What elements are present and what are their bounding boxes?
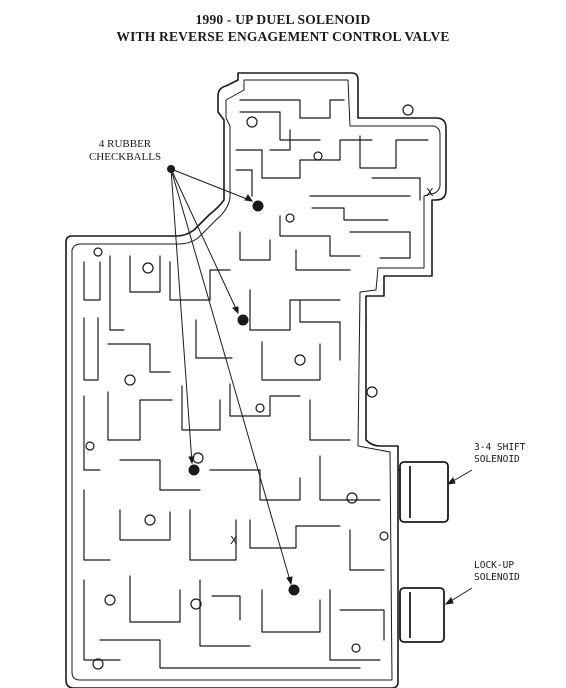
checkballs-label-line2: CHECKBALLS <box>88 151 162 163</box>
shift-solenoid-label-line1: 3-4 SHIFT <box>474 442 526 453</box>
shift-solenoid-label: 3-4 SHIFT SOLENOID <box>474 442 525 466</box>
checkball-4 <box>288 584 300 596</box>
valve-body-outline <box>65 72 447 688</box>
x-mark-lower: X <box>230 534 238 547</box>
lockup-solenoid-label: LOCK-UP SOLENOID <box>474 560 520 584</box>
x-mark-upper: X <box>426 186 434 199</box>
checkball-3 <box>188 464 200 476</box>
checkballs-label: 4 RUBBER CHECKBALLS <box>70 138 180 164</box>
shift-solenoid-label-line2: SOLENOID <box>474 454 520 465</box>
diagram-title-line1: 1990 - UP DUEL SOLENOID <box>195 12 371 27</box>
shift-solenoid <box>398 461 449 523</box>
valve-body-inner-outline <box>71 79 441 681</box>
diagram-title-line2: WITH REVERSE ENGAGEMENT CONTROL VALVE <box>116 29 450 44</box>
fluid-passages <box>83 99 429 669</box>
lockup-solenoid-label-line2: SOLENOID <box>474 572 520 583</box>
checkball-leader-lines <box>167 165 293 586</box>
checkball-2 <box>237 314 249 326</box>
checkball-1 <box>252 200 264 212</box>
port-holes <box>85 104 414 670</box>
solenoid-leader-lines <box>444 469 473 605</box>
lockup-solenoid <box>399 587 445 643</box>
lockup-solenoid-label-line1: LOCK-UP <box>474 560 515 571</box>
checkballs-label-line1: 4 RUBBER <box>98 138 152 150</box>
checkballs <box>188 200 300 596</box>
